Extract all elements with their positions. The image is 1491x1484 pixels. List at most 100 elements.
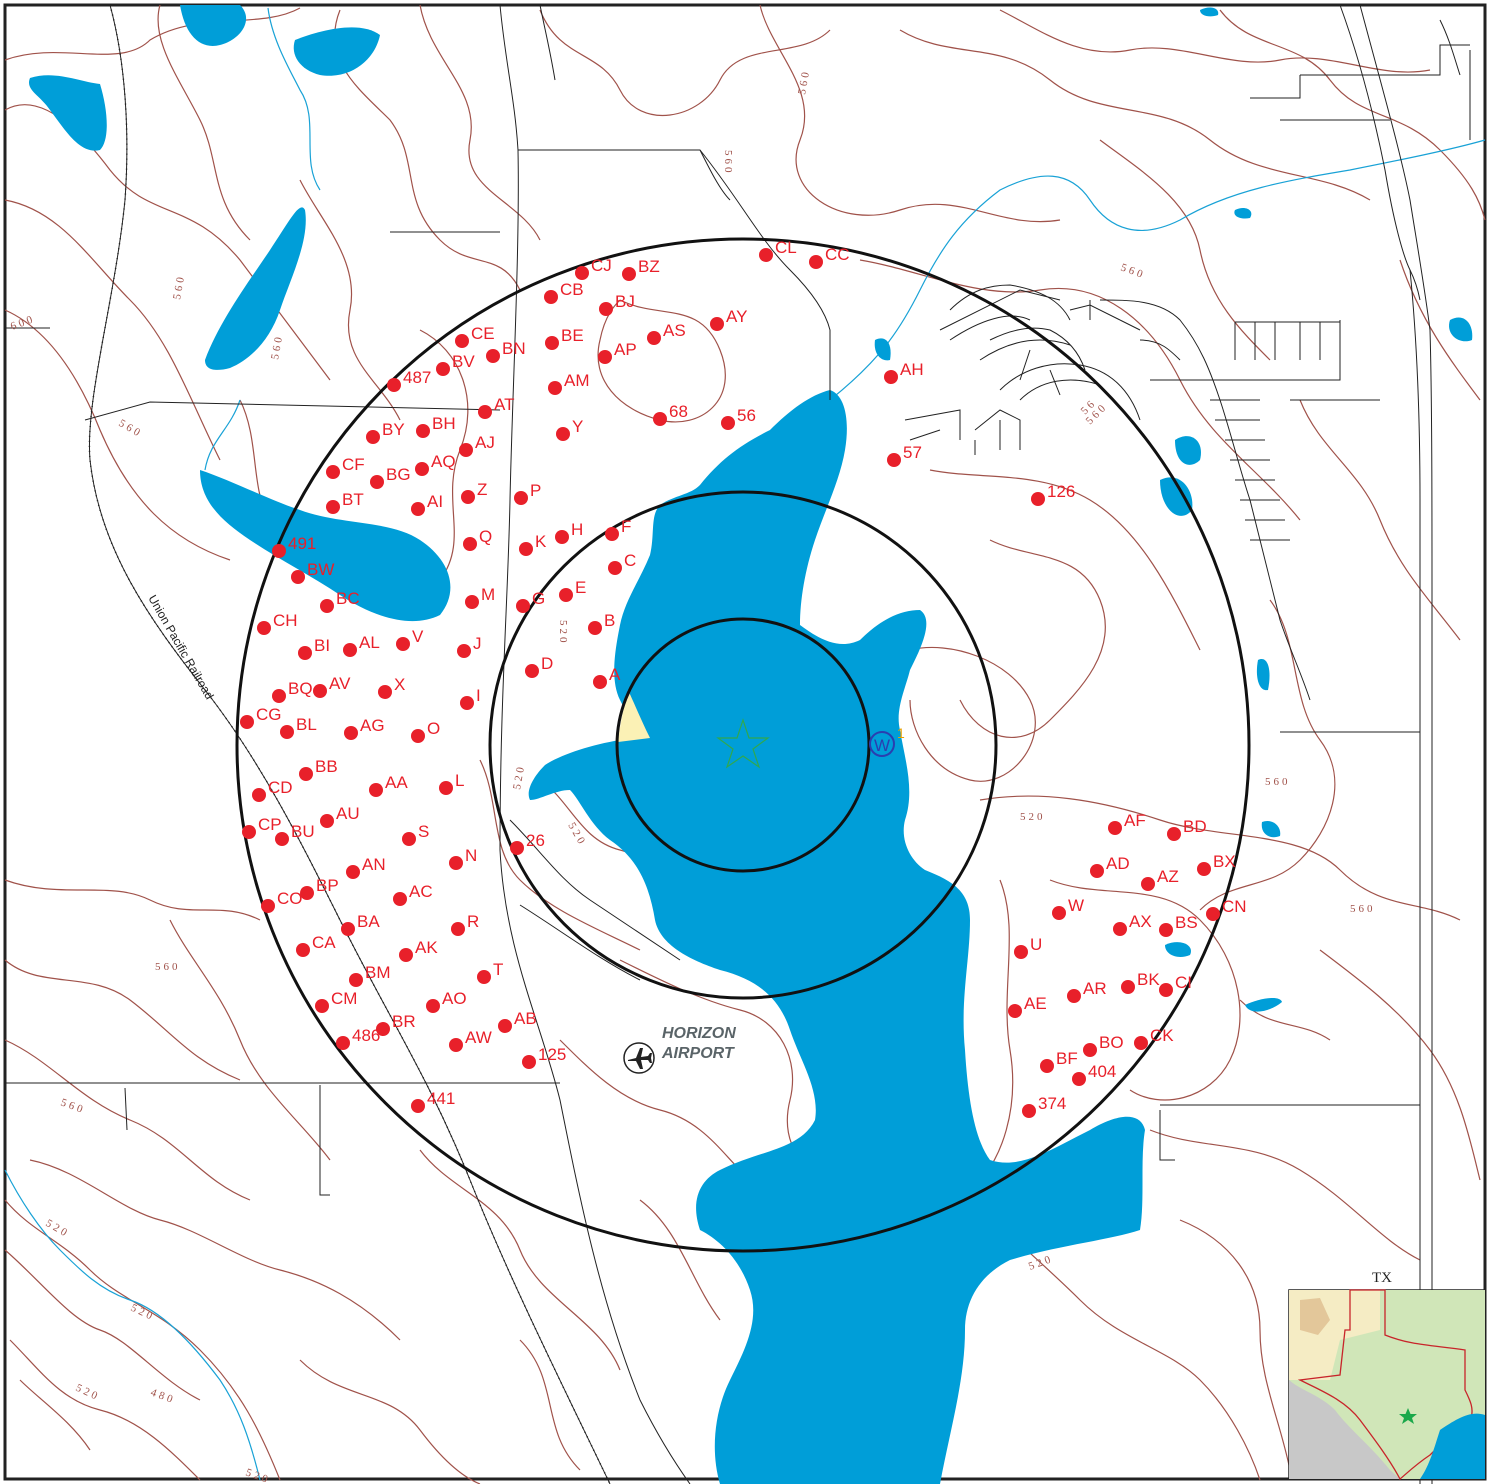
- site-marker[interactable]: [1197, 862, 1211, 876]
- site-marker[interactable]: [710, 317, 724, 331]
- site-B[interactable]: B: [588, 611, 615, 635]
- site-marker[interactable]: [257, 621, 271, 635]
- site-marker[interactable]: [887, 453, 901, 467]
- well-marker[interactable]: W 1: [869, 725, 905, 757]
- site-CF[interactable]: CF: [326, 455, 365, 479]
- site-W[interactable]: W: [1052, 896, 1084, 920]
- site-AY[interactable]: AY: [710, 307, 747, 331]
- site-marker[interactable]: [341, 922, 355, 936]
- site-BN[interactable]: BN: [486, 339, 526, 363]
- site-AX[interactable]: AX: [1113, 912, 1152, 936]
- site-V[interactable]: V: [396, 627, 424, 651]
- site-marker[interactable]: [809, 255, 823, 269]
- site-H[interactable]: H: [555, 520, 583, 544]
- site-E[interactable]: E: [559, 578, 586, 602]
- site-AD[interactable]: AD: [1090, 854, 1130, 878]
- site-CD[interactable]: CD: [252, 778, 293, 802]
- site-CN[interactable]: CN: [1206, 897, 1247, 921]
- site-X[interactable]: X: [378, 675, 405, 699]
- site-marker[interactable]: [1083, 1043, 1097, 1057]
- site-BL[interactable]: BL: [280, 715, 317, 739]
- site-marker[interactable]: [516, 599, 530, 613]
- site-marker[interactable]: [884, 370, 898, 384]
- site-marker[interactable]: [1014, 945, 1028, 959]
- site-marker[interactable]: [346, 865, 360, 879]
- site-F[interactable]: F: [605, 517, 631, 541]
- site-BS[interactable]: BS: [1159, 913, 1198, 937]
- site-marker[interactable]: [478, 405, 492, 419]
- site-marker[interactable]: [336, 1036, 350, 1050]
- site-A[interactable]: A: [593, 665, 621, 689]
- site-BP[interactable]: BP: [300, 876, 339, 900]
- site-marker[interactable]: [399, 948, 413, 962]
- site-marker[interactable]: [548, 381, 562, 395]
- site-marker[interactable]: [588, 621, 602, 635]
- site-AT[interactable]: AT: [478, 395, 514, 419]
- site-AN[interactable]: AN: [346, 855, 386, 879]
- site-AV[interactable]: AV: [313, 674, 351, 698]
- site-486[interactable]: 486: [336, 1026, 380, 1050]
- site-68[interactable]: 68: [653, 402, 688, 426]
- site-marker[interactable]: [1121, 980, 1135, 994]
- site-marker[interactable]: [1159, 983, 1173, 997]
- site-O[interactable]: O: [411, 719, 440, 743]
- site-marker[interactable]: [242, 825, 256, 839]
- site-marker[interactable]: [344, 726, 358, 740]
- site-T[interactable]: T: [477, 960, 503, 984]
- site-26[interactable]: 26: [510, 831, 545, 855]
- site-marker[interactable]: [525, 664, 539, 678]
- site-marker[interactable]: [240, 715, 254, 729]
- site-marker[interactable]: [1090, 864, 1104, 878]
- site-marker[interactable]: [1206, 907, 1220, 921]
- site-marker[interactable]: [349, 973, 363, 987]
- site-marker[interactable]: [1008, 1004, 1022, 1018]
- site-marker[interactable]: [545, 336, 559, 350]
- site-marker[interactable]: [291, 570, 305, 584]
- site-AB[interactable]: AB: [498, 1009, 537, 1033]
- site-marker[interactable]: [653, 412, 667, 426]
- site-CL[interactable]: CL: [759, 238, 797, 262]
- site-marker[interactable]: [647, 331, 661, 345]
- site-marker[interactable]: [436, 362, 450, 376]
- site-BB[interactable]: BB: [299, 757, 338, 781]
- site-marker[interactable]: [1067, 989, 1081, 1003]
- site-441[interactable]: 441: [411, 1089, 455, 1113]
- site-AR[interactable]: AR: [1067, 979, 1107, 1003]
- site-AU[interactable]: AU: [320, 804, 360, 828]
- site-marker[interactable]: [1108, 821, 1122, 835]
- site-marker[interactable]: [544, 290, 558, 304]
- site-marker[interactable]: [320, 814, 334, 828]
- site-CI[interactable]: CI: [1159, 973, 1192, 997]
- site-491[interactable]: 491: [272, 534, 316, 558]
- site-M[interactable]: M: [465, 585, 495, 609]
- site-CJ[interactable]: CJ: [575, 256, 612, 280]
- site-marker[interactable]: [272, 544, 286, 558]
- site-R[interactable]: R: [451, 912, 479, 936]
- site-marker[interactable]: [465, 595, 479, 609]
- site-marker[interactable]: [411, 729, 425, 743]
- site-BW[interactable]: BW: [291, 560, 334, 584]
- site-marker[interactable]: [393, 892, 407, 906]
- site-L[interactable]: L: [439, 771, 464, 795]
- site-marker[interactable]: [376, 1022, 390, 1036]
- site-BZ[interactable]: BZ: [622, 257, 660, 281]
- site-CM[interactable]: CM: [315, 989, 357, 1013]
- site-marker[interactable]: [457, 644, 471, 658]
- site-Z[interactable]: Z: [461, 480, 487, 504]
- site-AC[interactable]: AC: [393, 882, 433, 906]
- site-marker[interactable]: [320, 599, 334, 613]
- site-marker[interactable]: [300, 886, 314, 900]
- site-marker[interactable]: [261, 899, 275, 913]
- site-BE[interactable]: BE: [545, 326, 584, 350]
- site-S[interactable]: S: [402, 822, 429, 846]
- site-marker[interactable]: [605, 527, 619, 541]
- site-AF[interactable]: AF: [1108, 811, 1146, 835]
- site-K[interactable]: K: [519, 532, 547, 556]
- site-BH[interactable]: BH: [416, 414, 456, 438]
- site-BT[interactable]: BT: [326, 490, 364, 514]
- site-marker[interactable]: [370, 475, 384, 489]
- site-CA[interactable]: CA: [296, 933, 336, 957]
- site-BO[interactable]: BO: [1083, 1033, 1124, 1057]
- site-marker[interactable]: [298, 646, 312, 660]
- site-marker[interactable]: [608, 561, 622, 575]
